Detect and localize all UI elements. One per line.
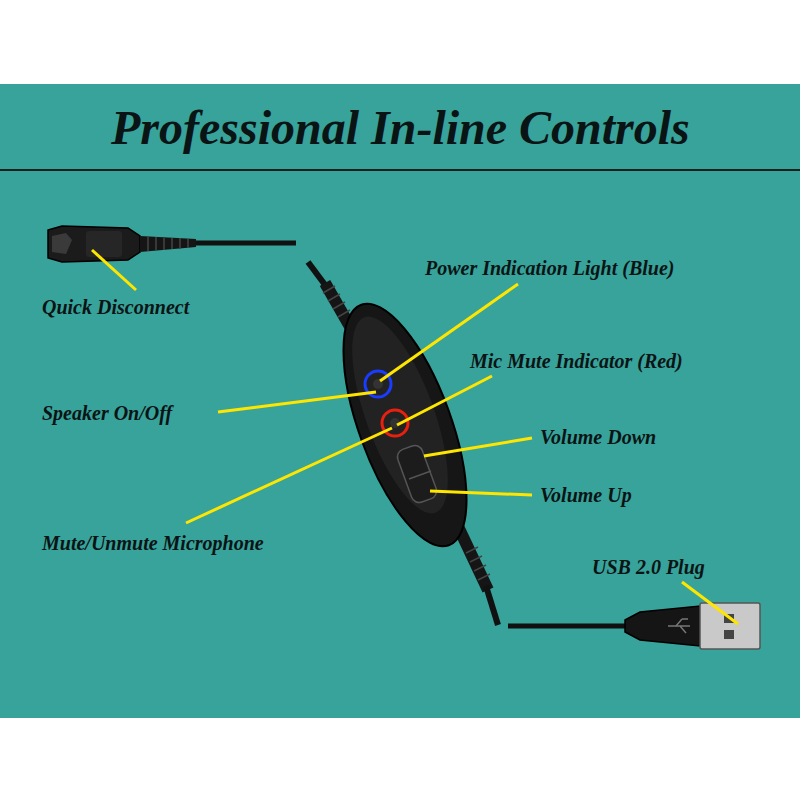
callout-label: Quick Disconnect bbox=[42, 295, 189, 319]
leader-line bbox=[397, 376, 492, 425]
callout-label: Volume Down bbox=[540, 425, 656, 449]
callout-label: Mic Mute Indicator (Red) bbox=[470, 349, 683, 373]
title-rule bbox=[0, 169, 800, 171]
leader-line bbox=[682, 582, 738, 624]
callout-label: USB 2.0 Plug bbox=[592, 555, 705, 579]
teal-panel bbox=[0, 84, 800, 718]
quick-disconnect-connector bbox=[48, 226, 296, 262]
leader-line bbox=[218, 392, 376, 412]
volume-rocker bbox=[395, 443, 439, 505]
usb-plug bbox=[508, 603, 760, 649]
leader-line bbox=[186, 428, 392, 523]
page-title: Professional In-line Controls bbox=[111, 100, 690, 156]
callout-label: Power Indication Light (Blue) bbox=[425, 256, 674, 280]
callout-label: Mute/Unmute Microphone bbox=[42, 531, 264, 555]
callout-label: Volume Up bbox=[540, 483, 632, 507]
callout-label: Speaker On/Off bbox=[42, 401, 172, 425]
leader-line bbox=[424, 438, 532, 456]
leader-line bbox=[92, 250, 136, 290]
leader-line bbox=[430, 491, 532, 495]
inline-control-box bbox=[318, 289, 492, 561]
